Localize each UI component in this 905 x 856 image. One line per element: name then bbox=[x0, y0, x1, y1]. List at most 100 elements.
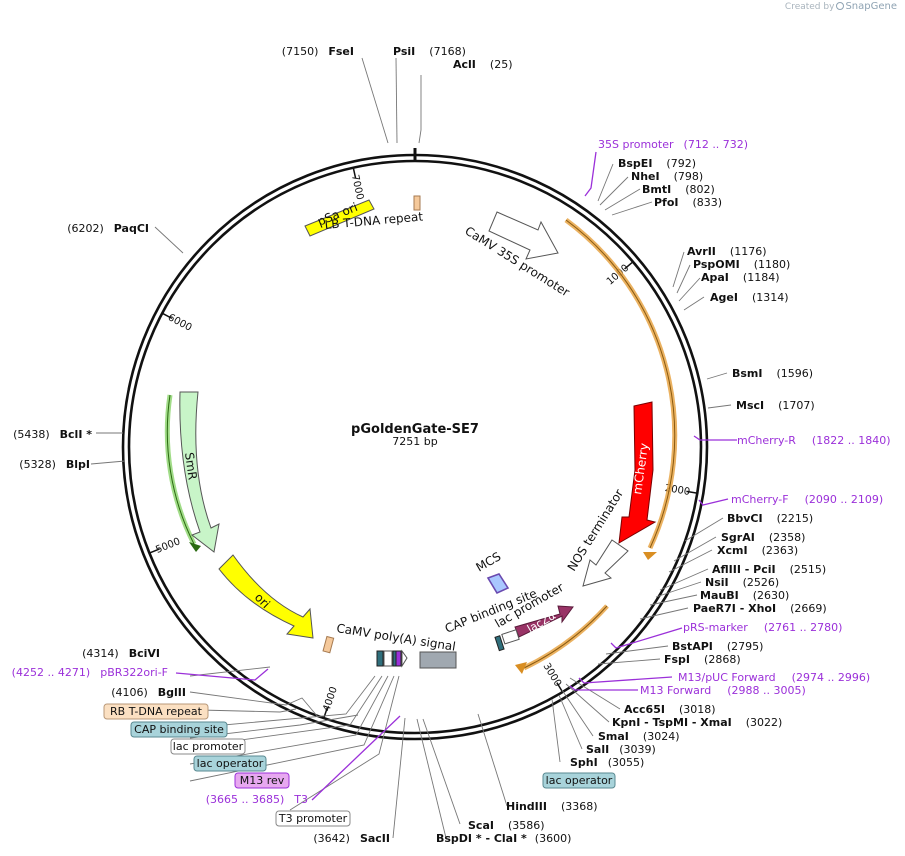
enzyme-sali: SalI(3039) bbox=[586, 743, 656, 756]
snapgene-logo-icon bbox=[836, 2, 845, 10]
box-m13rev-label: M13 rev bbox=[240, 774, 285, 787]
enzyme-psii: PsiI(7168) bbox=[393, 45, 466, 58]
feature-camv-polya bbox=[419, 651, 457, 669]
enzyme-agei: AgeI(1314) bbox=[710, 291, 789, 304]
scale-tick bbox=[352, 168, 357, 179]
feature-lacz bbox=[514, 605, 574, 638]
enzyme-msci: MscI(1707) bbox=[736, 399, 815, 412]
plasmid-length: 7251 bp bbox=[392, 435, 437, 448]
green-arc-smr-inner bbox=[166, 394, 195, 545]
brand-created-by: Created by bbox=[784, 2, 835, 12]
primer-pbr322: (4252 .. 4271)pBR322ori-F bbox=[12, 666, 168, 679]
enzyme-nhei: NheI(798) bbox=[631, 170, 703, 183]
snapgene-brand: Created by SnapGene bbox=[785, 1, 897, 12]
box-cap bbox=[130, 721, 228, 738]
box-lac-operator bbox=[193, 755, 267, 772]
box-lac-operator-right-label: lac operator bbox=[546, 774, 613, 787]
primer-marks bbox=[175, 151, 737, 801]
orange-arc-lac-inner bbox=[523, 605, 608, 669]
enzyme-hindiii: HindIII(3368) bbox=[506, 800, 598, 813]
feature-smr bbox=[179, 391, 220, 553]
enzyme-sacii: (3642)SacII bbox=[313, 832, 390, 845]
feature-lac-promoter-2 bbox=[383, 650, 393, 667]
feature-mcherry bbox=[618, 401, 657, 544]
enzyme-paer7i: PaeR7I - XhoI(2669) bbox=[693, 602, 827, 615]
enzyme-sphi: SphI(3055) bbox=[570, 756, 644, 769]
enzyme-acli: AclI(25) bbox=[453, 58, 513, 71]
enzyme-pfoi: PfoI(833) bbox=[654, 196, 722, 209]
feature-label-mcs: MCS bbox=[474, 549, 504, 574]
feature-cap-block bbox=[494, 635, 505, 652]
scale-tick bbox=[150, 548, 160, 554]
brand-product: SnapGene bbox=[845, 1, 897, 12]
plasmid-name: pGoldenGate-SE7 bbox=[351, 422, 479, 437]
box-rb-repeat bbox=[103, 703, 209, 720]
box-lac-promoter bbox=[170, 738, 246, 755]
feature-m13rev-2 bbox=[395, 650, 402, 667]
enzyme-xcmi: XcmI(2363) bbox=[717, 544, 798, 557]
enzyme-bcivi: (4314)BciVI bbox=[82, 647, 160, 660]
box-lac-operator-right bbox=[542, 772, 616, 789]
scale-tick-label: 6000 bbox=[166, 312, 194, 334]
feature-lb-repeat bbox=[413, 195, 421, 211]
scale-tick-label: 7000 bbox=[349, 174, 365, 201]
feature-ori bbox=[218, 554, 314, 639]
enzyme-clai: BspDI * - ClaI *(3600) bbox=[436, 832, 571, 845]
backbone-inner bbox=[127, 159, 703, 735]
orange-arc-mcherry-inner bbox=[565, 219, 676, 549]
enzyme-nsii: NsiI(2526) bbox=[705, 576, 779, 589]
enzyme-apai: ApaI(1184) bbox=[701, 271, 779, 284]
scale-tick-label: 4000 bbox=[321, 685, 340, 713]
enzyme-bsmi: BsmI(1596) bbox=[732, 367, 813, 380]
feature-camv-35s bbox=[488, 211, 559, 260]
primer-prs: pRS-marker(2761 .. 2780) bbox=[683, 621, 842, 634]
enzyme-bstapi: BstAPI(2795) bbox=[672, 640, 763, 653]
enzyme-scai: ScaI(3586) bbox=[468, 819, 545, 832]
enzyme-pspomi: PspOMI(1180) bbox=[693, 258, 790, 271]
enzyme-afliii: AflIII - PciI(2515) bbox=[712, 563, 826, 576]
feature-label-smr: SmR bbox=[182, 451, 200, 480]
primer-mcherry-f: mCherry-F(2090 .. 2109) bbox=[731, 493, 883, 506]
box-lac-operator-label: lac operator bbox=[197, 757, 264, 770]
feature-pSa-ori bbox=[304, 199, 375, 237]
box-m13rev bbox=[234, 772, 290, 789]
box-t3-promoter bbox=[275, 810, 351, 827]
enzyme-bspei: BspEI(792) bbox=[618, 157, 696, 170]
enzyme-maubi: MauBI(2630) bbox=[700, 589, 789, 602]
feature-rb-repeat bbox=[322, 635, 335, 654]
scale-tick bbox=[686, 490, 697, 494]
box-cap-label: CAP binding site bbox=[134, 723, 224, 736]
enzyme-smai: SmaI(3024) bbox=[598, 730, 679, 743]
primer-m13puc: M13/pUC Forward(2974 .. 2996) bbox=[678, 671, 870, 684]
enzyme-fspi: FspI(2868) bbox=[664, 653, 741, 666]
feature-label-polya: CaMV poly(A) signal bbox=[336, 621, 457, 654]
green-arrow-head bbox=[189, 542, 201, 552]
feature-lac-promoter-block bbox=[501, 629, 520, 645]
enzyme-bcli: (5438)BclI * bbox=[13, 428, 92, 441]
scale-tick bbox=[556, 682, 563, 692]
primer-35s: 35S promoter(712 .. 732) bbox=[598, 138, 748, 151]
scale-tick-label: 5000 bbox=[154, 536, 182, 556]
enzyme-avrii: AvrII(1176) bbox=[687, 245, 766, 258]
enzyme-kpni: KpnI - TspMI - XmaI(3022) bbox=[612, 716, 782, 729]
primer-m13fwd: M13 Forward(2988 .. 3005) bbox=[640, 684, 806, 697]
enzyme-bmti: BmtI(802) bbox=[642, 183, 715, 196]
enzyme-sgrai: SgrAI(2358) bbox=[721, 531, 805, 544]
enzyme-bbvci: BbvCI(2215) bbox=[727, 512, 813, 525]
orange-arrow-head-2 bbox=[515, 662, 527, 674]
feature-nos-terminator bbox=[582, 539, 629, 587]
box-rb-repeat-label: RB T-DNA repeat bbox=[110, 705, 203, 718]
enzyme-blpi: (5328)BlpI bbox=[19, 458, 90, 471]
enzyme-paqci: (6202)PaqCI bbox=[67, 222, 149, 235]
box-t3-promoter-label: T3 promoter bbox=[278, 812, 348, 825]
orange-arrow-head-1 bbox=[643, 552, 657, 560]
scale-tick bbox=[624, 261, 633, 270]
enzyme-fsei: (7150)FseI bbox=[282, 45, 354, 58]
primer-t3: (3665 .. 3685)T3 bbox=[206, 793, 308, 806]
scale-tick-label: 3000 bbox=[541, 661, 564, 688]
feature-t3-2 bbox=[401, 649, 408, 668]
primer-mcherry-r: mCherry-R(1822 .. 1840) bbox=[737, 434, 890, 447]
enzyme-acc65i: Acc65I(3018) bbox=[624, 703, 716, 716]
enzyme-bglii: (4106)BglII bbox=[111, 686, 186, 699]
